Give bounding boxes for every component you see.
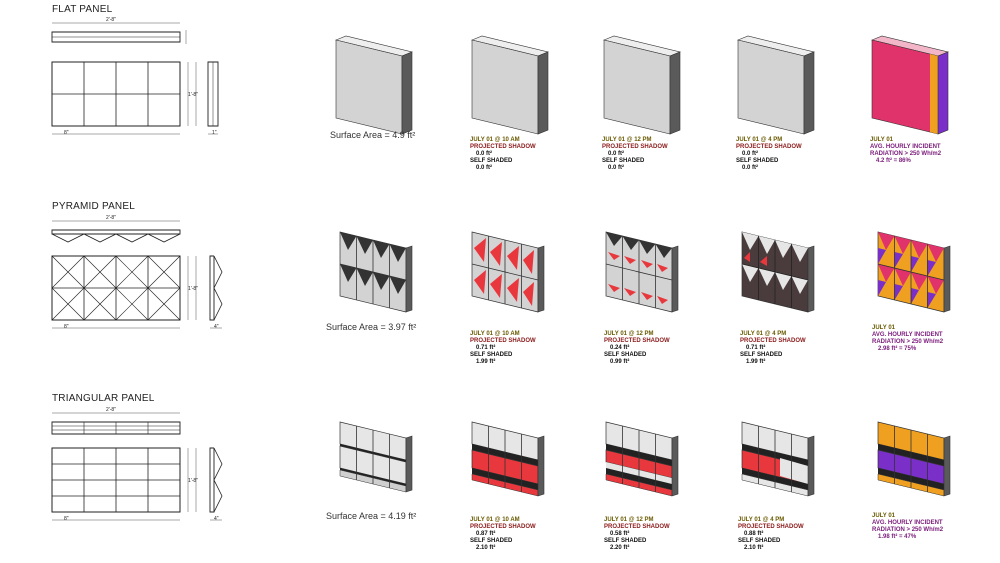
radiation-label: JULY 01 AVG. HOURLY INCIDENT RADIATION >… xyxy=(872,325,944,352)
render-label-4pm: JULY 01 @ 4 PM PROJECTED SHADOW 0.88 ft²… xyxy=(738,517,804,551)
pyramid-render-4pm xyxy=(741,231,815,313)
dimension-depth: 1" xyxy=(212,130,217,136)
flat-panel-front-view xyxy=(52,62,202,142)
panel-title: TRIANGULAR PANEL xyxy=(52,393,155,404)
flat-render-radiation xyxy=(871,35,949,135)
surface-area: Surface Area = 4.19 ft² xyxy=(326,511,417,521)
panel-title: FLAT PANEL xyxy=(52,4,113,15)
triangular-render-radiation xyxy=(877,421,951,497)
radiation-label: JULY 01 AVG. HOURLY INCIDENT RADIATION >… xyxy=(872,513,944,540)
surface-area: Surface Area = 4.9 ft² xyxy=(330,130,416,140)
pyramid-render-radiation xyxy=(877,231,951,313)
flat-render-12pm xyxy=(603,35,681,135)
dimension-height: 1'-8" xyxy=(188,92,198,98)
dimension-height: 1'-8" xyxy=(188,286,198,292)
panel-title: PYRAMID PANEL xyxy=(52,201,135,212)
render-label-12pm: JULY 01 @ 12 PM PROJECTED SHADOW 0.0 ft²… xyxy=(602,137,668,171)
dimension-depth: 4" xyxy=(214,324,219,330)
surface-area: Surface Area = 3.97 ft² xyxy=(326,322,417,332)
render-label-10am: JULY 01 @ 10 AM PROJECTED SHADOW 0.87 ft… xyxy=(470,517,536,551)
triangular-panel-top-view xyxy=(52,410,192,440)
triangular-panel-front-view xyxy=(52,448,202,528)
dimension-cell: 8" xyxy=(64,324,69,330)
triangular-render-10am xyxy=(471,421,545,497)
triangular-render-12pm xyxy=(605,421,679,497)
pyramid-render-10am xyxy=(471,231,545,313)
flat-render-10am xyxy=(471,35,549,135)
pyramid-panel-top-view xyxy=(52,218,192,248)
triangular-panel-side-view xyxy=(210,448,230,528)
triangular-panel-render xyxy=(339,421,413,493)
dimension-width: 2'-8" xyxy=(106,17,116,23)
render-label-4pm: JULY 01 @ 4 PM PROJECTED SHADOW 0.0 ft² … xyxy=(736,137,802,171)
dimension-width: 2'-8" xyxy=(106,407,116,413)
pyramid-panel-render xyxy=(339,231,413,313)
triangular-render-4pm xyxy=(741,421,815,497)
render-label-4pm: JULY 01 @ 4 PM PROJECTED SHADOW 0.71 ft²… xyxy=(740,331,806,365)
pyramid-panel-side-view xyxy=(210,256,230,336)
dimension-depth: 4" xyxy=(214,516,219,522)
render-label-10am: JULY 01 @ 10 AM PROJECTED SHADOW 0.71 ft… xyxy=(470,331,536,365)
pyramid-render-12pm xyxy=(605,231,679,313)
render-label-12pm: JULY 01 @ 12 PM PROJECTED SHADOW 0.24 ft… xyxy=(604,331,670,365)
flat-panel-render xyxy=(335,35,413,135)
flat-panel-top-view xyxy=(52,20,192,60)
dimension-height: 1'-8" xyxy=(188,478,198,484)
render-label-12pm: JULY 01 @ 12 PM PROJECTED SHADOW 0.58 ft… xyxy=(604,517,670,551)
dimension-cell: 8" xyxy=(64,516,69,522)
dimension-width: 2'-8" xyxy=(106,215,116,221)
render-label-10am: JULY 01 @ 10 AM PROJECTED SHADOW 0.0 ft²… xyxy=(470,137,536,171)
dimension-cell: 8" xyxy=(64,130,69,136)
radiation-label: JULY 01 AVG. HOURLY INCIDENT RADIATION >… xyxy=(870,137,942,164)
flat-render-4pm xyxy=(737,35,815,135)
flat-panel-side-view xyxy=(208,62,228,142)
pyramid-panel-front-view xyxy=(52,256,202,336)
